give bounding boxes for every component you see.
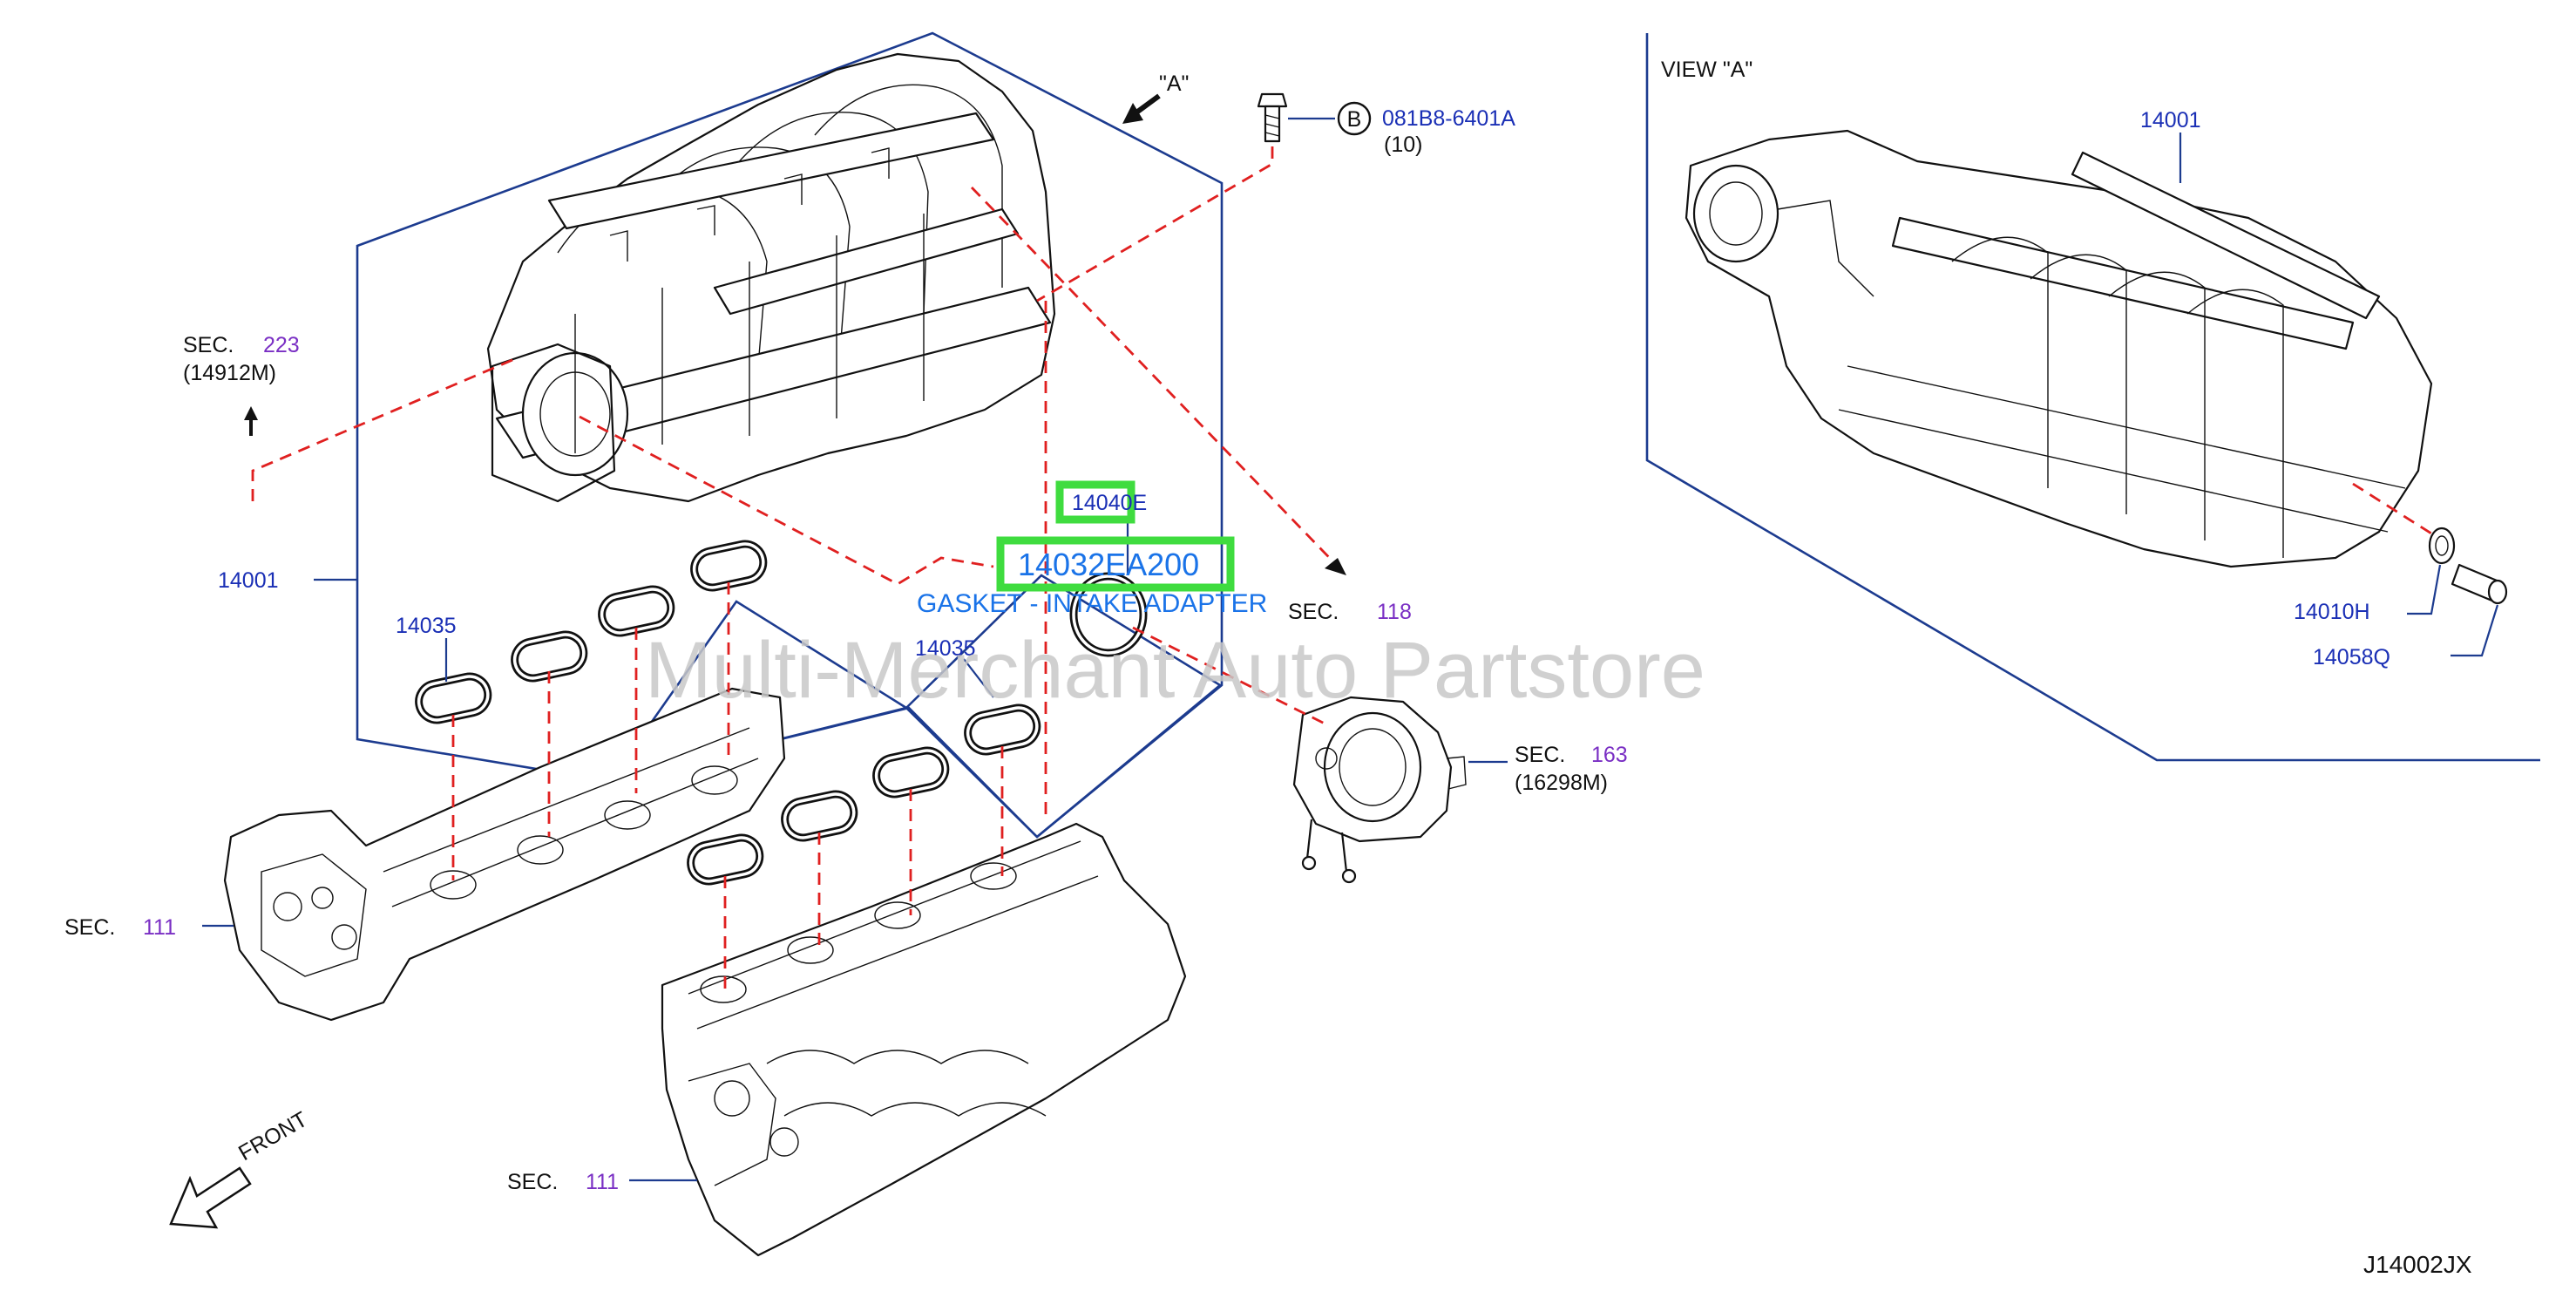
part-14001-label: 14001 <box>218 568 279 593</box>
hose-clamp-14010h <box>2428 527 2456 565</box>
view-a-manifold-illustration <box>1685 129 2433 568</box>
part-14035-label-right: 14035 <box>915 636 976 661</box>
part-14035-label-left: 14035 <box>396 614 457 638</box>
sec163-number: 163 <box>1591 743 1628 767</box>
part-14001-view-label: 14001 <box>2140 108 2201 133</box>
gasket-intake-adapter-ring <box>1069 572 1148 657</box>
drawing-code: J14002JX <box>2363 1251 2472 1278</box>
view-a-title: VIEW "A" <box>1661 58 1752 82</box>
sec223-up-arrow <box>244 406 258 436</box>
throttle-body-illustration <box>1292 696 1467 884</box>
front-arrow-icon <box>169 1166 252 1229</box>
gaskets-14035-left <box>415 540 768 724</box>
highlight-box-14032ea200[interactable] <box>996 536 1235 592</box>
sec223-reference: (14912M) <box>183 361 276 385</box>
intake-manifold-illustration <box>486 52 1056 503</box>
bolt-callout-circle <box>1337 101 1372 136</box>
highlight-part-14032ea200: 14032EA200 <box>1018 547 1199 582</box>
leader-lines <box>202 117 2499 1182</box>
highlight-caption: GASKET - INTAKE ADAPTER <box>917 589 1267 618</box>
sec118-prefix: SEC. <box>1288 600 1339 624</box>
part-14010h-label: 14010H <box>2294 600 2370 624</box>
cylinder-head-left-illustration <box>223 687 786 1022</box>
highlight-box-14040e[interactable] <box>1055 480 1135 524</box>
hose-14058q <box>2451 563 2508 605</box>
cylinder-head-right-illustration <box>661 822 1187 1257</box>
sec223-number: 223 <box>263 333 300 357</box>
view-a-direction-arrow <box>1122 93 1161 124</box>
bolt-quantity: (10) <box>1384 133 1422 157</box>
sec163-reference: (16298M) <box>1515 771 1608 795</box>
gaskets-14035-right <box>687 703 1041 886</box>
sec118-number: 118 <box>1377 600 1412 624</box>
sec111-number-left: 111 <box>143 915 176 940</box>
sec111-prefix-bottom: SEC. <box>507 1170 558 1194</box>
front-label: FRONT <box>234 1107 312 1165</box>
view-a-frame <box>1645 33 2540 762</box>
watermark-text: Multi-Merchant Auto Partstore <box>645 626 1705 715</box>
part-14058q-label: 14058Q <box>2313 645 2390 669</box>
bolt-part-number: 081B8-6401A <box>1382 106 1515 131</box>
view-arrow-label: "A" <box>1159 71 1189 96</box>
highlight-part-14040e: 14040E <box>1072 491 1147 515</box>
sec163-prefix: SEC. <box>1515 743 1565 767</box>
sec223-prefix: SEC. <box>183 333 234 357</box>
sec111-prefix-left: SEC. <box>64 915 115 940</box>
sec111-number-bottom: 111 <box>586 1170 619 1194</box>
gasket-group-frame-right <box>905 574 1223 839</box>
bolt-callout-letter: B <box>1347 107 1362 132</box>
sec118-arrowhead <box>1325 558 1346 575</box>
assembly-guide-lines <box>251 146 2432 989</box>
bolt-081b8-6401a <box>1257 92 1288 143</box>
